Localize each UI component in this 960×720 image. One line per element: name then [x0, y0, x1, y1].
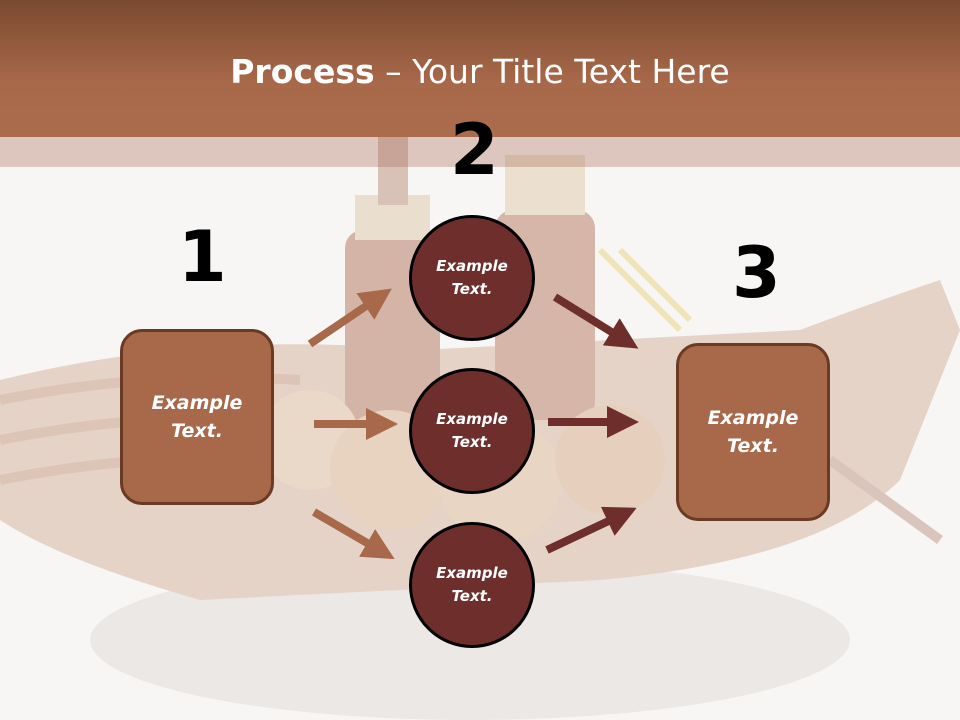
title-banner-stripe — [0, 137, 960, 167]
title-banner — [0, 0, 960, 137]
step-number-3: 3 — [732, 232, 781, 314]
slide-title-bold: Process — [230, 52, 375, 91]
circle-middle[interactable]: Example Text. — [409, 368, 535, 494]
right-step-box[interactable]: Example Text. — [676, 343, 830, 521]
circle-bottom[interactable]: Example Text. — [409, 522, 535, 648]
arrow-from-circle-bottom — [545, 506, 637, 554]
slide-title-rest: – Your Title Text Here — [374, 52, 730, 91]
arrow-to-circle-bottom — [311, 508, 395, 560]
left-step-box[interactable]: Example Text. — [120, 329, 274, 505]
step-number-2: 2 — [450, 109, 499, 191]
circle-top[interactable]: Example Text. — [409, 215, 535, 341]
arrow-from-circle-top — [552, 293, 639, 349]
step-number-1: 1 — [178, 216, 227, 298]
slide-title[interactable]: Process – Your Title Text Here — [0, 52, 960, 91]
arrow-to-circle-top — [307, 288, 392, 348]
